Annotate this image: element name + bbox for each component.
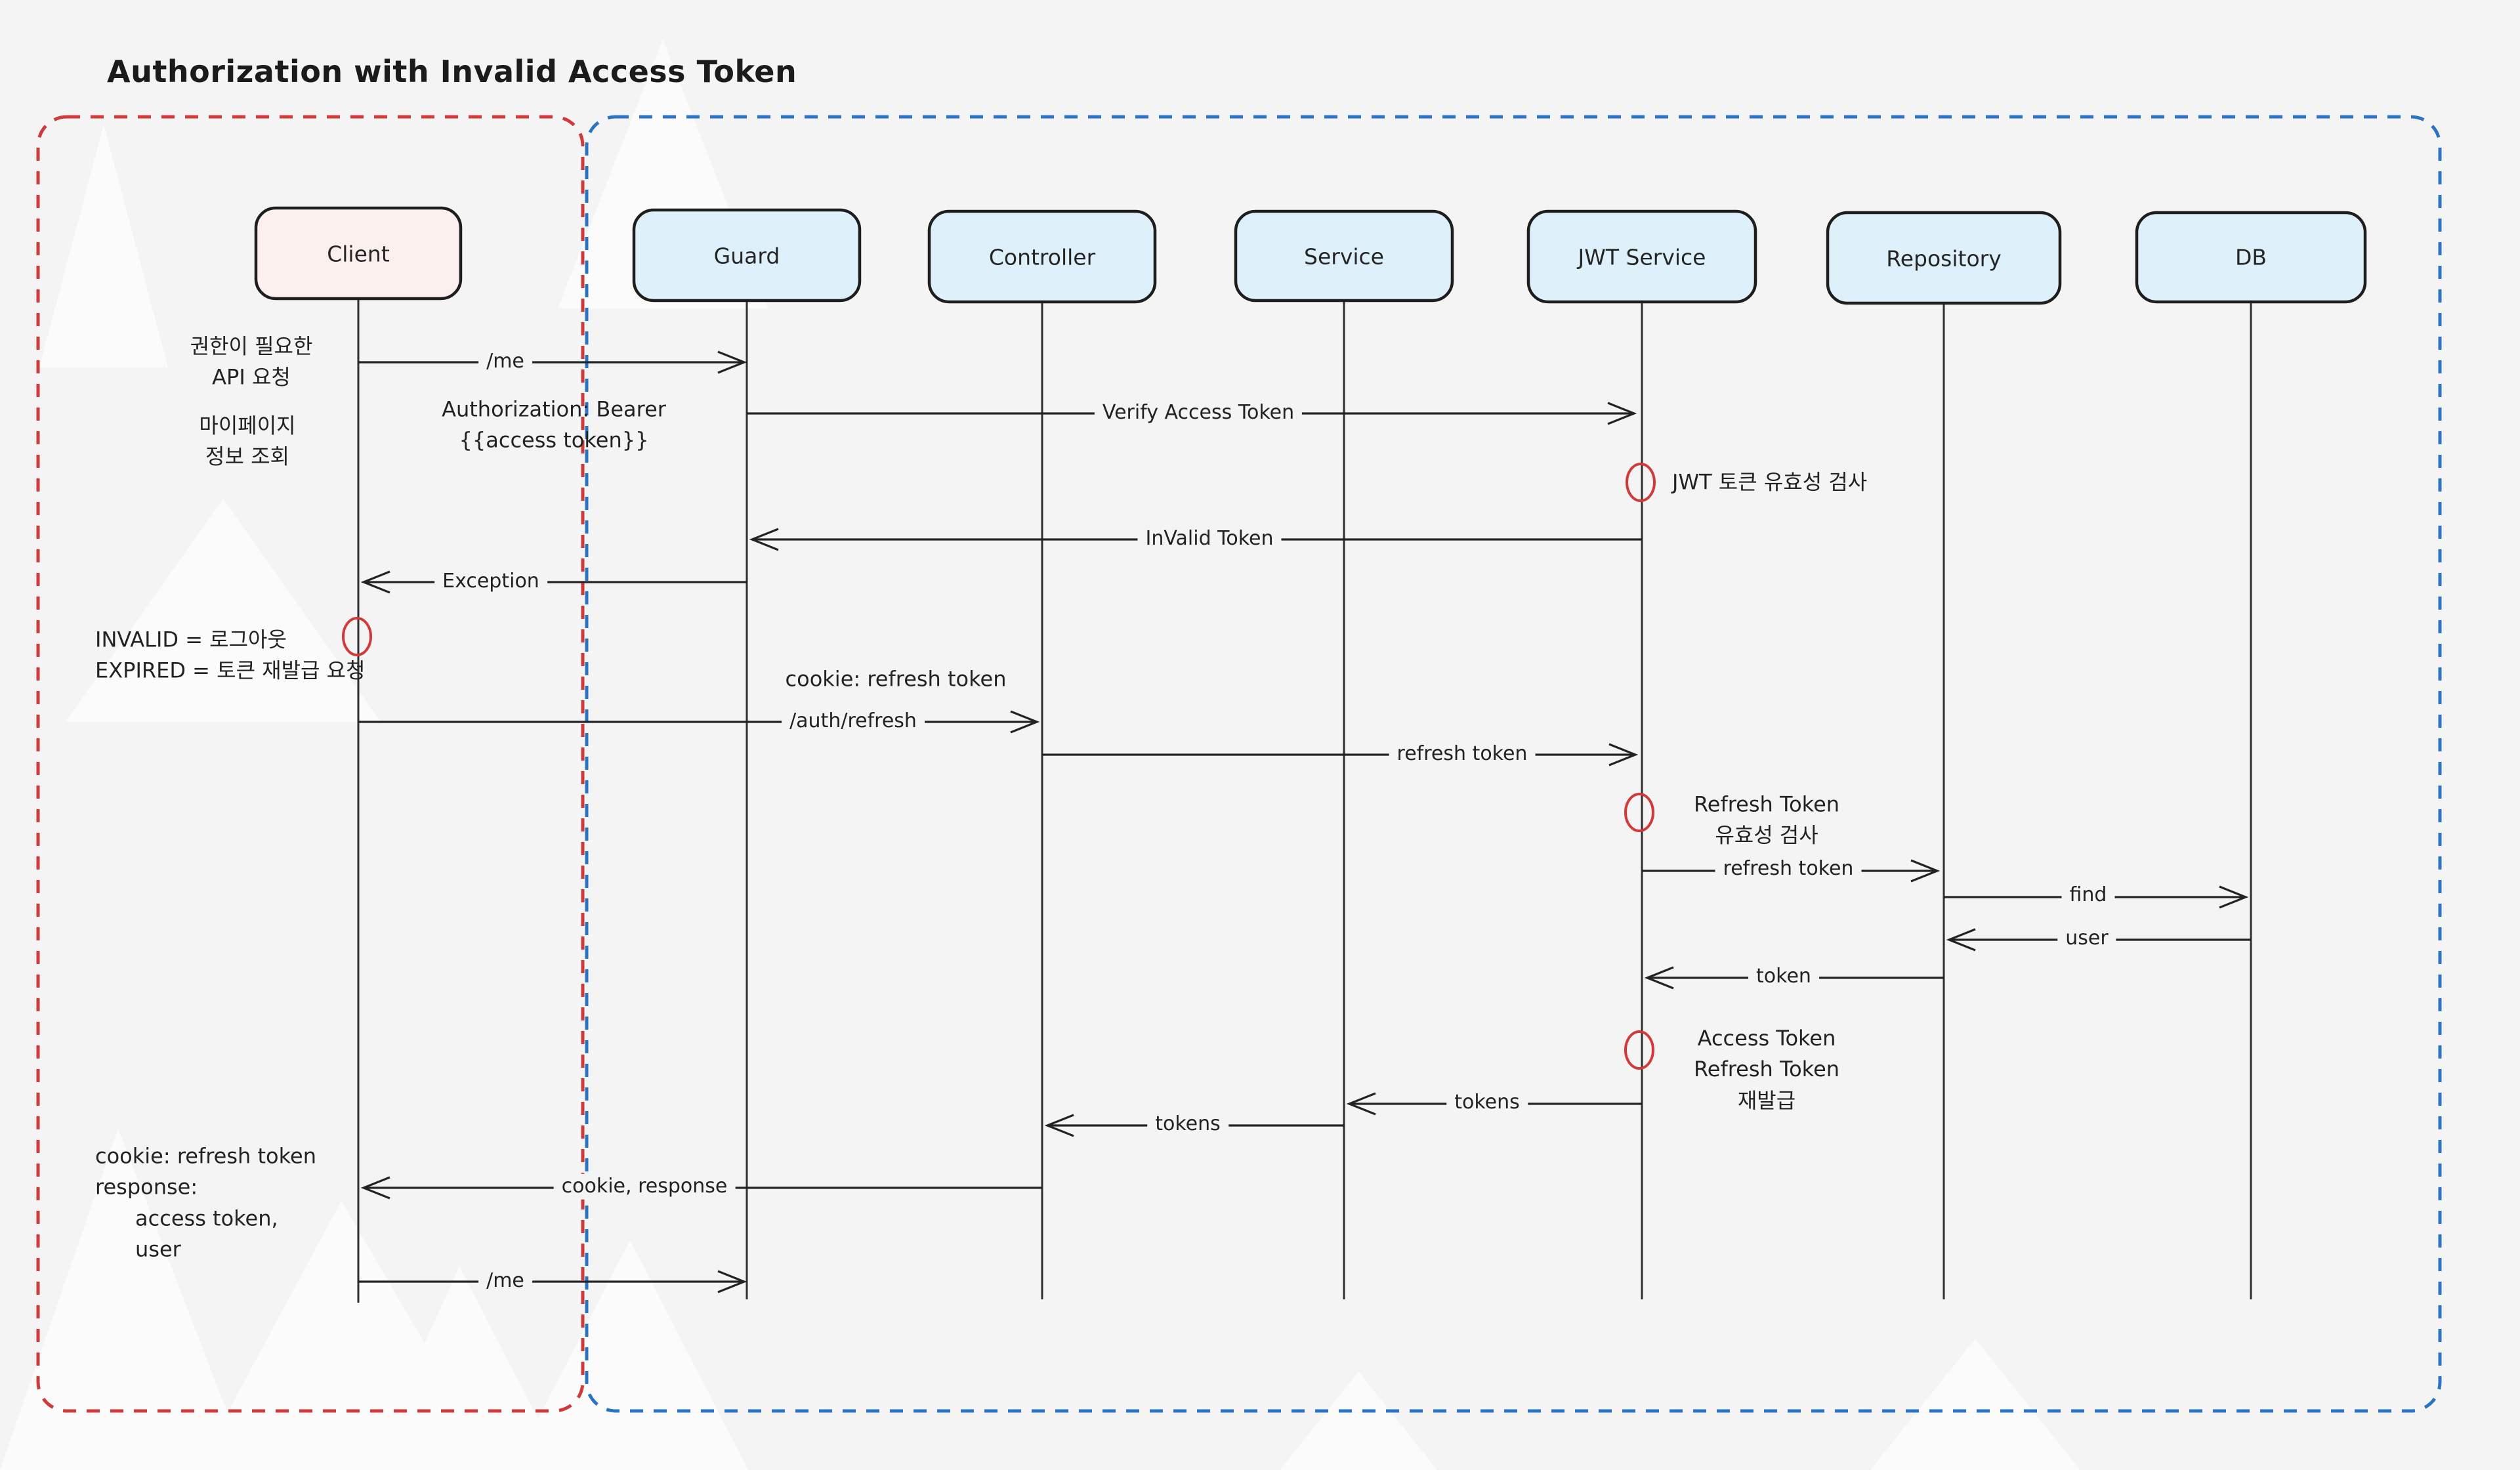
- note-marker-jwt-validation: [1626, 463, 1656, 502]
- actor-label-service: Service: [1304, 243, 1384, 270]
- message-label-invalid-token: InValid Token: [1137, 526, 1282, 552]
- note-invalid-policy: INVALID = 로그아웃 EXPIRED = 토큰 재발급 요청: [95, 627, 366, 683]
- actor-box-controller: [927, 209, 1157, 304]
- message-label-user: user: [2057, 925, 2116, 952]
- page-title: Authorization with Invalid Access Token: [107, 54, 797, 89]
- actor-box-client: [254, 206, 463, 301]
- message-label-refresh-token-2: refresh token: [1715, 856, 1862, 882]
- arrow-invalid-head: [749, 528, 779, 551]
- arrow-refresh-token-1-head: [1608, 743, 1639, 766]
- arrow-tokens-2-head: [1044, 1114, 1074, 1137]
- actor-box-jwt-service: [1526, 209, 1757, 304]
- note-marker-refresh-validation: [1624, 793, 1654, 832]
- message-label-auth-refresh: /auth/refresh: [782, 708, 925, 734]
- note-auth-header: Authorization: Bearer {{access token}}: [442, 396, 666, 453]
- note-marker-invalid-policy: [342, 617, 372, 656]
- arrow-me-1-head: [717, 350, 747, 374]
- actor-box-service: [1234, 209, 1454, 303]
- message-label-verify: Verify Access Token: [1094, 400, 1303, 426]
- actor-label-controller: Controller: [988, 244, 1096, 270]
- message-label-exception: Exception: [434, 568, 547, 595]
- actor-boxes: [254, 206, 2367, 305]
- note-response-detail: cookie: refresh token response: access t…: [95, 1143, 316, 1262]
- note-request: 권한이 필요한 API 요청: [190, 333, 313, 390]
- lifelines: [357, 299, 2252, 1303]
- message-label-me-1: /me: [478, 348, 532, 375]
- actor-box-repository: [1826, 211, 2062, 305]
- arrow-find-head: [2219, 885, 2249, 909]
- message-label-token: token: [1748, 963, 1819, 990]
- arrow-verify-head: [1607, 402, 1637, 425]
- actor-box-db: [2135, 211, 2367, 304]
- message-label-tokens-2: tokens: [1147, 1111, 1228, 1137]
- actor-label-client: Client: [327, 241, 390, 267]
- note-refresh-validation: Refresh Token 유효성 검사: [1693, 791, 1840, 848]
- background-triangles: [0, 39, 2080, 1470]
- arrow-refresh-token-2-head: [1910, 859, 1941, 883]
- note-reissue: Access Token Refresh Token 재발급: [1693, 1025, 1840, 1113]
- actor-label-db: DB: [2235, 244, 2267, 270]
- actor-box-guard: [632, 208, 862, 303]
- arrow-cookie-response-head: [360, 1176, 390, 1200]
- arrow-me-2-head: [717, 1270, 747, 1293]
- message-arrows: [358, 350, 2251, 1293]
- note-jwt-validation: JWT 토큰 유효성 검사: [1672, 469, 1868, 495]
- server-boundary-box: [585, 115, 2442, 1413]
- arrow-tokens-1-head: [1346, 1092, 1376, 1116]
- arrow-user-head: [1946, 928, 1976, 952]
- note-mypage: 마이페이지 정보 조회: [199, 413, 296, 469]
- note-marker-reissue: [1624, 1030, 1654, 1070]
- arrow-token-head: [1644, 966, 1674, 990]
- actor-label-jwt-service: JWT Service: [1578, 244, 1706, 270]
- actor-label-repository: Repository: [1886, 245, 2002, 272]
- message-label-cookie-response: cookie, response: [553, 1173, 736, 1200]
- client-boundary-box: [36, 115, 585, 1413]
- message-label-tokens-1: tokens: [1446, 1089, 1528, 1116]
- note-markers: [342, 463, 1656, 1070]
- arrow-exception-head: [360, 570, 390, 594]
- note-cookie-refresh: cookie: refresh token: [785, 666, 1007, 692]
- message-label-me-2: /me: [478, 1268, 532, 1294]
- actor-label-guard: Guard: [713, 243, 780, 269]
- message-label-refresh-token-1: refresh token: [1389, 741, 1536, 767]
- arrow-auth-refresh-head: [1010, 710, 1040, 734]
- message-label-find: find: [2061, 882, 2115, 908]
